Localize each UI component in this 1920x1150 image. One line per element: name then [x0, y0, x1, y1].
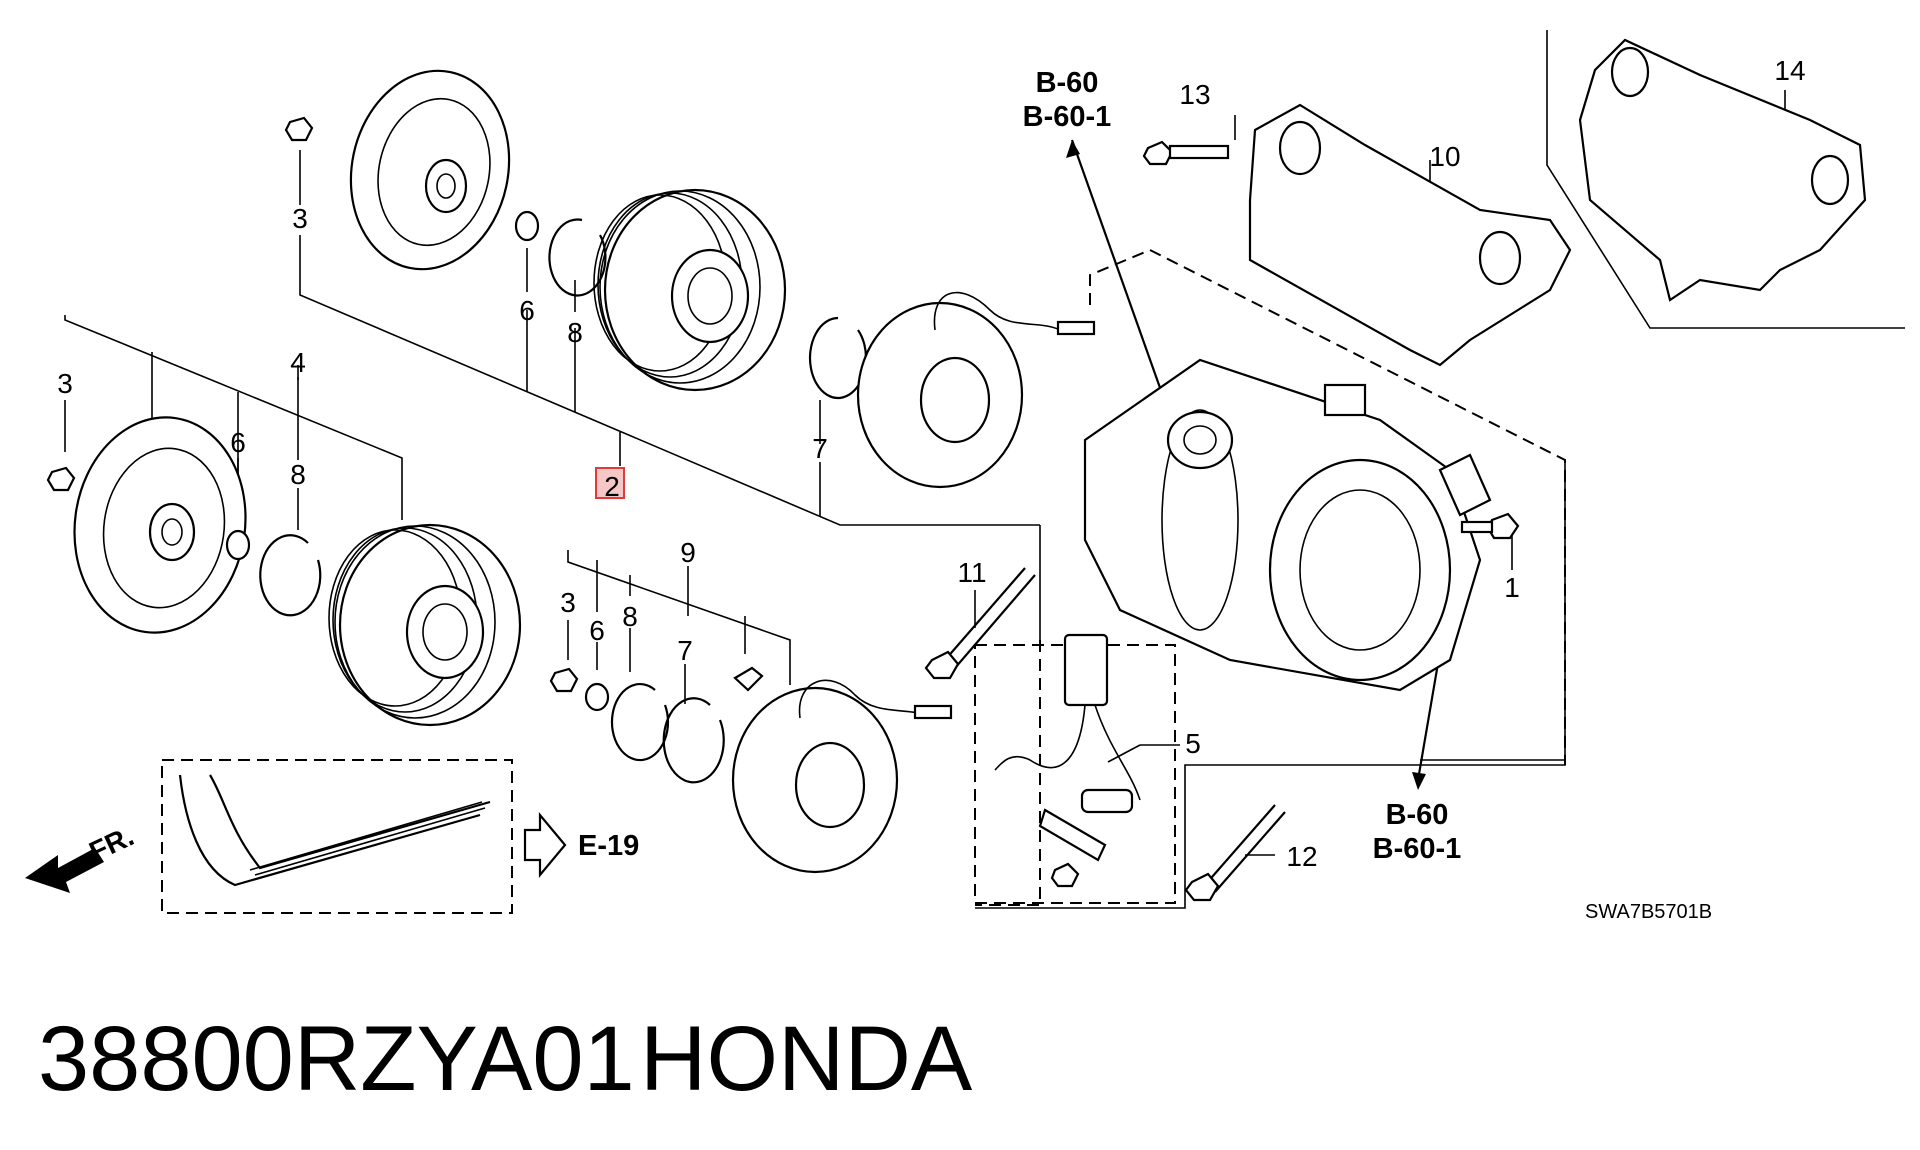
snap-ring-left [259, 534, 322, 617]
wire-harness [994, 633, 1141, 888]
callout-3-left: 3 [57, 368, 73, 399]
callout-3-mid: 3 [560, 587, 576, 618]
callout-14: 14 [1774, 55, 1805, 86]
callout-9: 9 [680, 537, 696, 568]
callout-13: 13 [1179, 79, 1210, 110]
callout-12: 12 [1286, 841, 1317, 872]
xref-top-line2: B-60-1 [1023, 101, 1112, 133]
snap-ring-top [548, 218, 607, 297]
highlight-box [595, 467, 625, 499]
drive-belt [178, 774, 491, 887]
nut-top [284, 116, 314, 142]
e19-arrow-icon [523, 811, 567, 879]
callout-7-top: 7 [812, 433, 828, 464]
bolt-11 [924, 567, 1036, 680]
bolt-1 [1460, 512, 1520, 540]
nut-mid [549, 667, 579, 693]
nut-left [46, 466, 76, 492]
field-coil-mid [731, 679, 953, 874]
clutch-plate-top [349, 69, 511, 271]
callout-6-top: 6 [519, 295, 535, 326]
part-number-title: 38800RZYA01 [38, 1008, 635, 1110]
callout-1: 1 [1504, 572, 1520, 603]
shim-left [225, 529, 251, 561]
snap-ring-mid [610, 682, 670, 762]
xref-belt: E-19 [578, 830, 639, 862]
callout-2: 2 [604, 471, 620, 502]
pulley-top [593, 188, 787, 392]
callout-7-mid: 7 [677, 635, 693, 666]
callout-8-left: 8 [290, 459, 306, 490]
callout-6-left: 6 [230, 427, 246, 458]
bolt-13 [1142, 140, 1230, 166]
xref-labels: B-60 B-60-1 B-60 B-60-1 E-19 [578, 67, 1461, 865]
field-coil-top [856, 291, 1096, 489]
pulley-left [328, 523, 522, 727]
bracket-14 [1578, 38, 1867, 302]
callout-8-mid: 8 [622, 601, 638, 632]
xref-bottom-line1: B-60 [1386, 799, 1449, 831]
brand-title: HONDA [640, 1008, 973, 1110]
bolt-12 [1184, 804, 1286, 902]
callout-6-mid: 6 [589, 615, 605, 646]
clutch-plate-left [73, 416, 247, 634]
xref-bottom-line2: B-60-1 [1373, 833, 1462, 865]
clip-mid [733, 666, 764, 692]
callout-11: 11 [957, 557, 986, 588]
shim-mid [584, 682, 610, 712]
shim-top [514, 210, 540, 242]
callout-3-top: 3 [292, 203, 308, 234]
diagram-code: SWA7B5701B [1585, 901, 1712, 923]
compressor-body [1083, 358, 1492, 692]
callout-8-top: 8 [567, 317, 583, 348]
callout-10: 10 [1429, 141, 1460, 172]
xref-top-line1: B-60 [1036, 67, 1099, 99]
bracket-10 [1248, 103, 1572, 367]
leader-lines [64, 90, 1786, 909]
front-arrow-icon: FR. [25, 820, 138, 893]
callout-5: 5 [1185, 728, 1201, 759]
callout-labels: 1 2 3 3 3 4 5 6 6 6 7 7 8 8 8 9 10 11 12… [57, 55, 1805, 872]
callout-4: 4 [290, 347, 306, 378]
snap-ring-mid-2 [662, 697, 725, 784]
